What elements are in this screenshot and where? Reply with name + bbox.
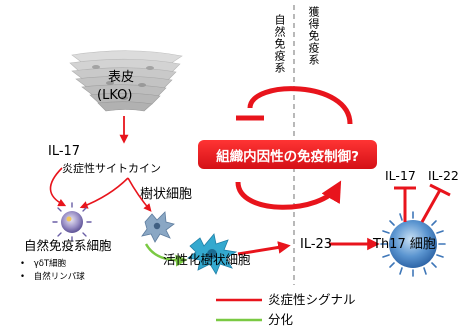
innate-item-2: • 自然リンパ球 xyxy=(20,272,85,282)
activated-dendritic-cell-illustration xyxy=(187,233,238,275)
innate-cells-label: 自然免疫系細胞 xyxy=(24,238,112,253)
arrow-cytokine-to-innate xyxy=(49,167,67,207)
skin-subtitle: (LKO) xyxy=(97,88,133,103)
innate-item-1-text: γδT細胞 xyxy=(33,259,67,269)
skin-title: 表皮 xyxy=(108,70,135,85)
tbar-il22 xyxy=(429,183,451,197)
loop-top-arc xyxy=(247,86,353,125)
acquired-system-heading: 獲得免疫系 xyxy=(307,6,320,66)
arrow-differentiation xyxy=(144,243,188,267)
il23-label: IL-23 xyxy=(300,237,333,252)
arrow-cytokine-to-innate-2 xyxy=(79,177,129,209)
cytokine-label: 炎症性サイトカイン xyxy=(62,162,161,175)
link-th17-il22 xyxy=(420,189,442,223)
th17-cell-illustration xyxy=(380,211,446,277)
dendritic-cell-label: 樹状細胞 xyxy=(140,187,193,202)
central-question-label: 組織内因性の免疫制御? xyxy=(216,148,359,165)
activated-dc-label: 活性化樹状細胞 xyxy=(163,252,251,267)
loop-bottom-arc xyxy=(235,180,342,210)
legend-label-differentiation: 分化 xyxy=(268,312,294,327)
skin-tissue-illustration xyxy=(69,50,183,112)
central-question-box: 組織内因性の免疫制御? xyxy=(198,140,377,169)
il22-label: IL-22 xyxy=(428,168,459,183)
arrow-dc-to-il23 xyxy=(237,241,291,256)
il17-left-label: IL-17 xyxy=(48,144,81,159)
innate-item-2-text: 自然リンパ球 xyxy=(33,272,85,282)
arrow-cytokine-to-dendritic xyxy=(127,177,152,212)
il17-right-label: IL-17 xyxy=(385,168,416,183)
innate-system-heading: 自然免疫系 xyxy=(273,14,286,74)
th17-label: Th17 細胞 xyxy=(373,237,436,252)
dendritic-cell-illustration xyxy=(141,211,175,243)
innate-cell-illustration xyxy=(52,202,92,242)
legend-label-signal: 炎症性シグナル xyxy=(268,292,356,307)
innate-item-1: • γδT細胞 xyxy=(20,259,67,269)
